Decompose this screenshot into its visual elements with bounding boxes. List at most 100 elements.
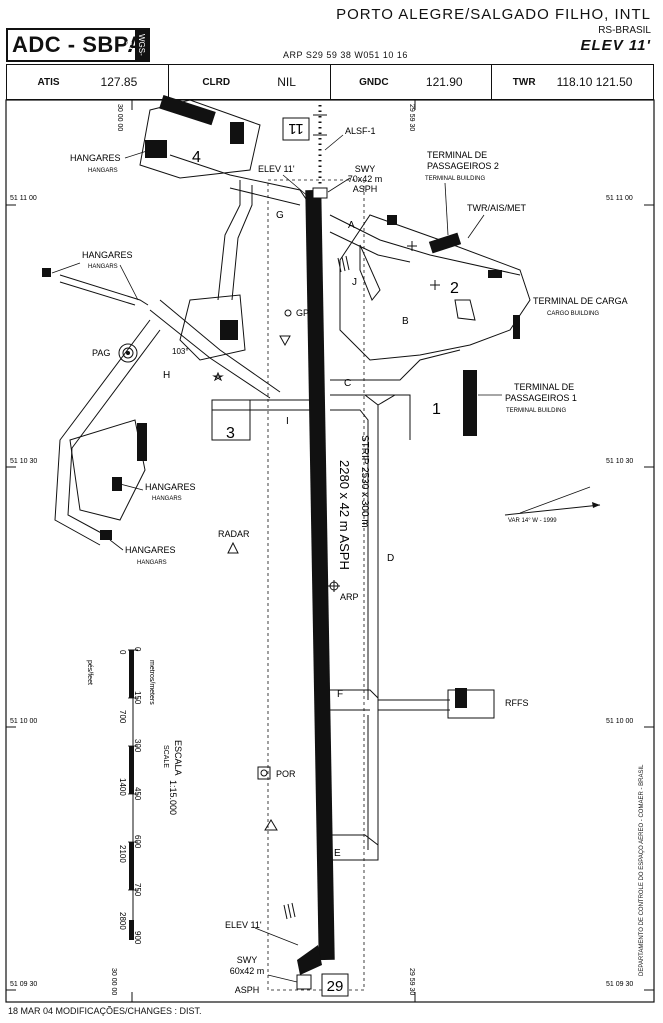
navaid-icon bbox=[264, 819, 278, 831]
navaid-icon bbox=[279, 335, 291, 347]
swy-bottom-label: SWY bbox=[237, 955, 258, 965]
freq-label: CLRD bbox=[202, 76, 231, 88]
leader-line bbox=[467, 214, 485, 239]
freq-value: 118.10 121.50 bbox=[556, 75, 633, 89]
scale-meter: 150 bbox=[133, 691, 142, 705]
taxiways bbox=[54, 154, 521, 861]
freq-value: 121.90 bbox=[425, 75, 463, 89]
building bbox=[488, 270, 502, 278]
apron-number: 3 bbox=[226, 425, 235, 442]
stopway-bottom bbox=[296, 974, 312, 990]
hangar-building bbox=[230, 122, 244, 144]
runway-strip bbox=[267, 179, 365, 991]
leader-line bbox=[444, 182, 449, 236]
mag-var-label: VAR 14° W - 1999 bbox=[508, 518, 557, 524]
lon-label: 30 00 00 bbox=[116, 104, 123, 131]
freq-clrd: CLRD NIL bbox=[169, 65, 331, 99]
scale-meter: 750 bbox=[133, 883, 142, 897]
rwy-11-box bbox=[282, 117, 310, 141]
scale-title: ESCALA bbox=[173, 740, 183, 776]
leader-line bbox=[124, 149, 151, 159]
radar-label: RADAR bbox=[218, 529, 250, 539]
star-icon bbox=[212, 371, 224, 382]
pag-label: PAG bbox=[92, 348, 110, 358]
papi-marks bbox=[283, 255, 350, 920]
hangar-building bbox=[145, 140, 167, 158]
aprons bbox=[69, 99, 531, 521]
freq-value: 127.85 bbox=[100, 75, 138, 89]
taxiway-label: E bbox=[334, 848, 341, 859]
runway-11-29 bbox=[305, 189, 335, 961]
terminal1-label-b: PASSAGEIROS 1 bbox=[505, 393, 577, 403]
lighting-label: ALSF-1 bbox=[345, 126, 376, 136]
cargo-label: TERMINAL DE CARGA bbox=[533, 296, 628, 306]
hangar-building bbox=[220, 320, 238, 340]
hangar-building bbox=[137, 423, 147, 461]
map-frame bbox=[5, 99, 655, 1003]
freq-label: TWR bbox=[512, 76, 536, 88]
cargo-building bbox=[513, 315, 520, 339]
lat-label: 51 11 00 bbox=[10, 195, 37, 202]
por-label: POR bbox=[276, 769, 296, 779]
rwy-11-label: 11 bbox=[288, 120, 304, 137]
swy-bottom-size: 60x42 m bbox=[230, 966, 265, 976]
hangar-building bbox=[159, 94, 216, 126]
lat-label: 51 09 30 bbox=[10, 981, 37, 988]
leader-line bbox=[51, 262, 81, 274]
hangars-label: HANGARS bbox=[88, 264, 118, 270]
swy-top-label: SWY bbox=[355, 164, 376, 174]
lon-label: 29 59 30 bbox=[408, 968, 415, 995]
runway-dimensions: 2280 x 42 m ASPH bbox=[337, 460, 352, 570]
freq-gndc: GNDC 121.90 bbox=[331, 65, 493, 99]
radar-icon bbox=[227, 541, 239, 554]
cargo-label-en: CARGO BUILDING bbox=[547, 311, 599, 317]
gp-label: GP bbox=[296, 308, 309, 318]
beacon-icon bbox=[430, 280, 440, 290]
freq-value: NIL bbox=[277, 75, 296, 89]
leader-line bbox=[267, 974, 298, 983]
taxiway-label: B bbox=[402, 316, 409, 327]
leader-line bbox=[327, 177, 351, 193]
freq-label: ATIS bbox=[37, 76, 60, 88]
leader-line bbox=[282, 174, 311, 199]
scale-meter: 0 bbox=[133, 647, 142, 652]
footer: 18 MAR 04 MODIFICAÇÕES/CHANGES : DIST. bbox=[8, 1006, 202, 1016]
scale-foot: 700 bbox=[118, 710, 127, 724]
lon-label: 30 00 00 bbox=[110, 968, 117, 995]
chart-code: ADC - SBPA bbox=[12, 32, 144, 57]
twr-label: TWR/AIS/MET bbox=[467, 203, 526, 213]
taxiway-label: I bbox=[286, 416, 289, 427]
gp-icon bbox=[284, 309, 292, 317]
apron-number: 4 bbox=[192, 149, 201, 166]
hangars-label: HANGARS bbox=[137, 560, 167, 566]
building bbox=[387, 215, 397, 225]
hangares-label: HANGARES bbox=[145, 482, 196, 492]
freq-label: GNDC bbox=[359, 76, 389, 88]
twr-icon bbox=[407, 241, 417, 251]
apron-number: 2 bbox=[450, 280, 459, 297]
scale-foot: 2800 bbox=[118, 912, 127, 930]
apron-number: 1 bbox=[432, 401, 441, 418]
scale-meter: 300 bbox=[133, 739, 142, 753]
por-icon bbox=[257, 766, 271, 780]
scale-meter: 450 bbox=[133, 787, 142, 801]
hangar-building bbox=[100, 530, 112, 540]
freq-twr: TWR 118.10 121.50 bbox=[492, 65, 653, 99]
rffs-building bbox=[455, 688, 467, 708]
terminal1-label: TERMINAL DE bbox=[514, 382, 574, 392]
rffs-area bbox=[447, 689, 495, 719]
chart-code-box: ADC - SBPA WGS-84 bbox=[6, 28, 150, 62]
scale-feet-title: pés/feet bbox=[86, 660, 93, 685]
rwy-29-box bbox=[321, 973, 349, 997]
hangar-building bbox=[112, 477, 122, 491]
rffs-label: RFFS bbox=[505, 698, 529, 708]
freq-atis: ATIS 127.85 bbox=[7, 65, 169, 99]
scale-foot: 0 bbox=[118, 650, 127, 655]
scale-subtitle: SCALE bbox=[162, 745, 169, 768]
leader-line bbox=[324, 134, 344, 151]
terminal-1-building bbox=[463, 370, 477, 436]
terminal2-label: TERMINAL DE bbox=[427, 150, 487, 160]
rwy-29-label: 29 bbox=[327, 978, 344, 995]
scale-foot: 1400 bbox=[118, 778, 127, 796]
terminal2-label-en: TERMINAL BUILDING bbox=[425, 176, 485, 182]
